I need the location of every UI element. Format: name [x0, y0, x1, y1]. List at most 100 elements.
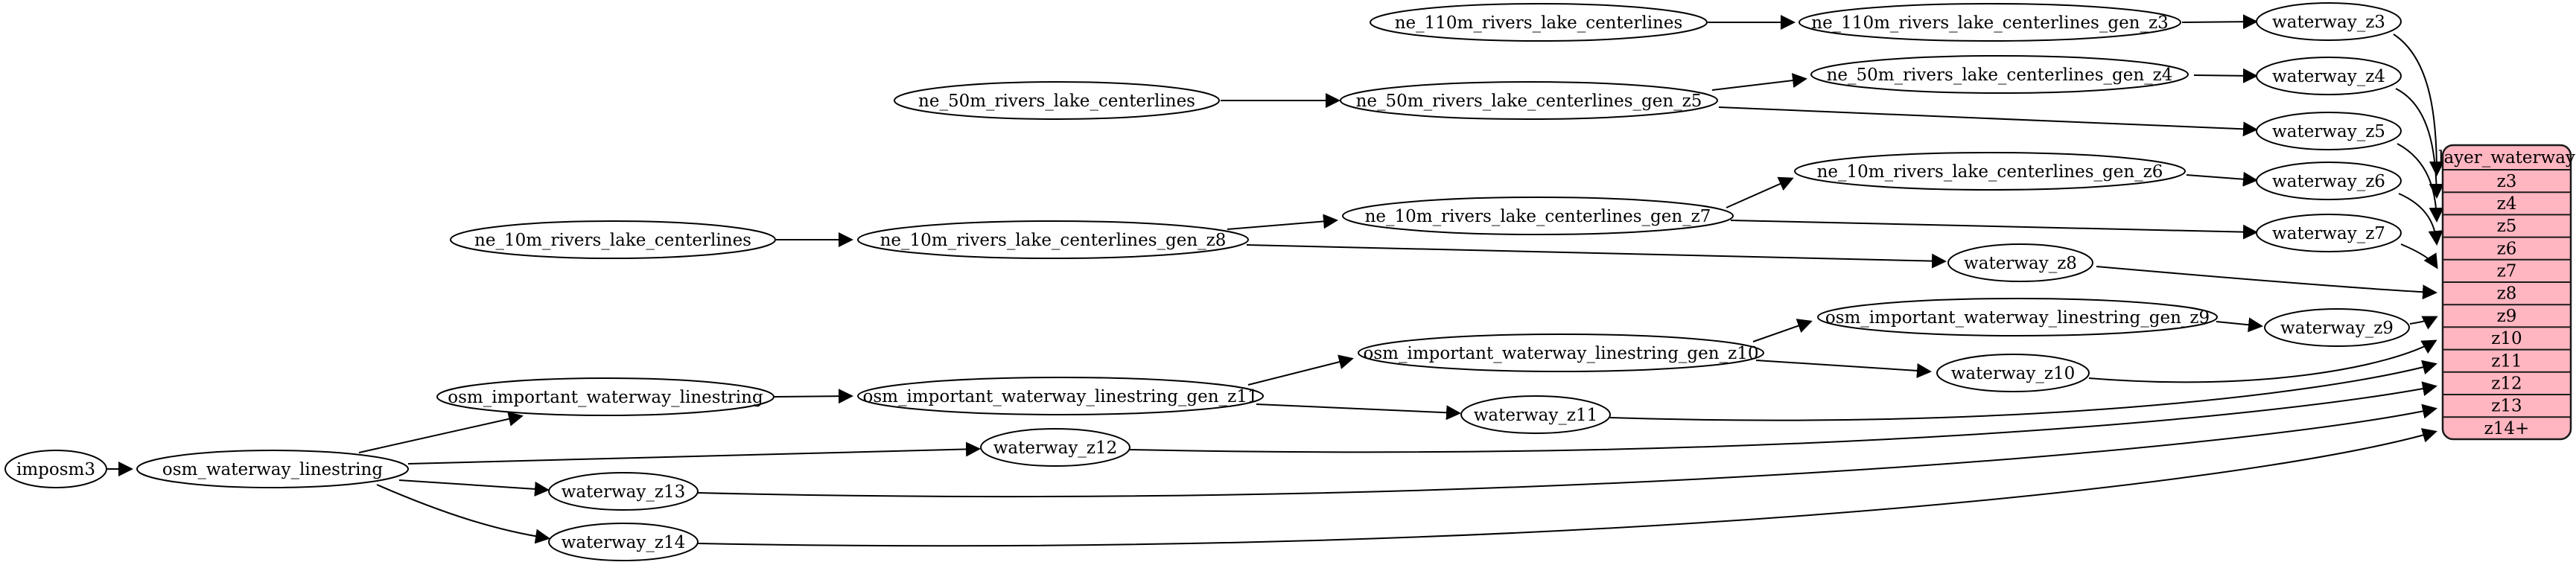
row-z3: z3	[2497, 172, 2517, 191]
edge-gen_z11-to-waterway_z11	[1256, 403, 1461, 421]
edge-osm_waterway_linestring-to-osm_important_waterway_linestring	[358, 411, 524, 453]
edge-osm_waterway_linestring-to-waterway_z14	[376, 484, 550, 544]
node-osm_waterway_linestring-label: osm_waterway_linestring	[162, 460, 383, 479]
node-imposm3: imposm3	[4, 450, 107, 488]
layer-waterway-title: layer_waterway	[2438, 148, 2575, 167]
node-waterway_z7: waterway_z7	[2256, 214, 2402, 252]
node-waterway_z3: waterway_z3	[2256, 2, 2402, 41]
node-ne_110m_rivers_lake_centerlines_gen_z3: ne_110m_rivers_lake_centerlines_gen_z3	[1799, 3, 2181, 42]
node-waterway_z10: waterway_z10	[1936, 354, 2090, 392]
node-waterway_z9-label: waterway_z9	[2280, 319, 2394, 338]
edge-osm_waterway_linestring-to-waterway_z12	[407, 441, 981, 465]
node-gen_z8-label: ne_10m_rivers_lake_centerlines_gen_z8	[880, 231, 1227, 250]
node-ne_10m_rivers_lake_centerlines_gen_z6: ne_10m_rivers_lake_centerlines_gen_z6	[1794, 152, 2186, 191]
node-waterway_z8-label: waterway_z8	[1964, 254, 2077, 273]
node-osm_waterway_linestring: osm_waterway_linestring	[136, 450, 409, 488]
edge-gen_z11-to-gen_z10	[1247, 354, 1354, 386]
row-z10: z10	[2491, 329, 2522, 348]
node-waterway_z7-label: waterway_z7	[2272, 224, 2385, 243]
node-gen_z9-label: osm_important_waterway_linestring_gen_z9	[1825, 308, 2210, 328]
node-gen_z10-label: osm_important_waterway_linestring_gen_z1…	[1364, 344, 1759, 363]
node-waterway_z13-label: waterway_z13	[562, 482, 686, 502]
node-osm_important_waterway_linestring_gen_z11: osm_important_waterway_linestring_gen_z1…	[857, 377, 1264, 415]
edge-waterway_z13-to-row_z13	[697, 403, 2437, 498]
node-gen_z4-label: ne_50m_rivers_lake_centerlines_gen_z4	[1827, 66, 2173, 85]
edge-gen_z8-to-waterway_z8	[1246, 244, 1947, 269]
node-waterway_z4-label: waterway_z4	[2272, 67, 2385, 86]
node-gen_z5-label: ne_50m_rivers_lake_centerlines_gen_z5	[1356, 92, 1702, 111]
row-z9: z9	[2497, 307, 2517, 326]
node-waterway_z12: waterway_z12	[980, 428, 1130, 467]
node-waterway_z14: waterway_z14	[548, 523, 699, 561]
row-z5: z5	[2497, 217, 2517, 236]
node-ne_10m_rivers_lake_centerlines_gen_z7: ne_10m_rivers_lake_centerlines_gen_z7	[1342, 197, 1734, 235]
node-waterway_z14-label: waterway_z14	[562, 533, 686, 552]
edge-waterway_z5-to-row_z5	[2397, 143, 2444, 223]
edge-gen_z10-to-waterway_z10	[1755, 360, 1932, 378]
record-separators	[2443, 169, 2571, 418]
edge-osm_important_waterway_linestring-to-gen_z11	[774, 389, 853, 404]
node-waterway_z11-label: waterway_z11	[1474, 406, 1598, 425]
edge-waterway_z7-to-row_z7	[2400, 243, 2438, 269]
row-z11: z11	[2491, 352, 2522, 371]
node-ne_110m_rivers_lake_centerlines: ne_110m_rivers_lake_centerlines	[1370, 3, 1708, 42]
edge-osm_waterway_linestring-to-waterway_z13	[398, 479, 550, 497]
node-waterway_z6: waterway_z6	[2256, 162, 2402, 200]
node-waterway_z5: waterway_z5	[2256, 112, 2402, 150]
node-ne_50m_rivers_lake_centerlines_gen_z5: ne_50m_rivers_lake_centerlines_gen_z5	[1340, 81, 1718, 120]
node-ne_110m-label: ne_110m_rivers_lake_centerlines	[1395, 13, 1683, 33]
row-z14plus: z14+	[2484, 419, 2530, 438]
node-waterway_z4: waterway_z4	[2256, 57, 2402, 95]
edge-gen_z4-to-waterway_z4	[2193, 68, 2258, 83]
row-z12: z12	[2491, 374, 2522, 394]
edge-gen_z8-to-gen_z7	[1227, 214, 1338, 230]
node-osm_important_waterway_linestring-label: osm_important_waterway_linestring	[448, 388, 763, 407]
layer-waterway-record: layer_waterway z3 z4 z5 z6 z7 z8 z9 z10 …	[2438, 144, 2575, 441]
node-waterway_z3-label: waterway_z3	[2272, 13, 2385, 32]
node-osm_important_waterway_linestring: osm_important_waterway_linestring	[436, 377, 775, 416]
node-gen_z3-label: ne_110m_rivers_lake_centerlines_gen_z3	[1811, 13, 2169, 33]
edge-waterway_z4-to-row_z4	[2395, 88, 2444, 199]
row-z6: z6	[2497, 240, 2517, 259]
node-gen_z6-label: ne_10m_rivers_lake_centerlines_gen_z6	[1817, 162, 2163, 182]
edge-gen_z10-to-gen_z9	[1752, 319, 1813, 342]
edge-gen_z7-to-gen_z6	[1726, 176, 1794, 208]
node-ne_10m_rivers_lake_centerlines: ne_10m_rivers_lake_centerlines	[450, 220, 776, 259]
edge-waterway_z6-to-row_z6	[2398, 193, 2443, 246]
node-waterway_z13: waterway_z13	[548, 472, 699, 511]
node-waterway_z9: waterway_z9	[2264, 308, 2410, 347]
edge-gen_z5-to-gen_z4	[1711, 73, 1807, 91]
node-waterway_z11: waterway_z11	[1460, 395, 1611, 434]
row-z4: z4	[2497, 194, 2517, 214]
row-z13: z13	[2491, 397, 2522, 416]
node-ne_50m-label: ne_50m_rivers_lake_centerlines	[918, 92, 1195, 111]
edge-gen_z5-to-waterway_z5	[1718, 106, 2258, 137]
node-imposm3-label: imposm3	[16, 460, 95, 479]
node-waterway_z5-label: waterway_z5	[2272, 122, 2385, 141]
edge-gen_z9-to-waterway_z9	[2216, 317, 2263, 333]
edges	[107, 14, 2444, 547]
node-ne_50m_rivers_lake_centerlines_gen_z4: ne_50m_rivers_lake_centerlines_gen_z4	[1810, 55, 2189, 94]
edge-waterway_z9-to-row_z9	[2409, 316, 2438, 330]
node-ne_10m_rivers_lake_centerlines_gen_z8: ne_10m_rivers_lake_centerlines_gen_z8	[857, 220, 1249, 259]
node-osm_important_waterway_linestring_gen_z10: osm_important_waterway_linestring_gen_z1…	[1358, 334, 1764, 372]
row-z7: z7	[2497, 262, 2517, 281]
nodes: imposm3 osm_waterway_linestring osm_impo…	[4, 2, 2410, 561]
edge-waterway_z14-to-row_z14	[697, 428, 2437, 547]
edge-waterway_z12-to-row_z12	[1129, 381, 2437, 453]
edge-waterway_z10-to-row_z10	[2088, 339, 2437, 383]
node-ne_10m-label: ne_10m_rivers_lake_centerlines	[474, 231, 751, 250]
node-ne_50m_rivers_lake_centerlines: ne_50m_rivers_lake_centerlines	[894, 81, 1220, 120]
node-waterway_z6-label: waterway_z6	[2272, 172, 2385, 191]
node-osm_important_waterway_linestring_gen_z9: osm_important_waterway_linestring_gen_z9	[1817, 298, 2218, 336]
edge-gen_z6-to-waterway_z6	[2186, 171, 2258, 187]
node-waterway_z10-label: waterway_z10	[1951, 364, 2076, 383]
node-gen_z11-label: osm_important_waterway_linestring_gen_z1…	[863, 387, 1259, 406]
edge-waterway_z3-to-row_z3	[2393, 33, 2444, 176]
edge-waterway_z11-to-row_z11	[1609, 360, 2437, 421]
edge-waterway_z8-to-row_z8	[2096, 266, 2437, 300]
node-gen_z7-label: ne_10m_rivers_lake_centerlines_gen_z7	[1365, 207, 1711, 226]
row-z8: z8	[2497, 284, 2517, 304]
